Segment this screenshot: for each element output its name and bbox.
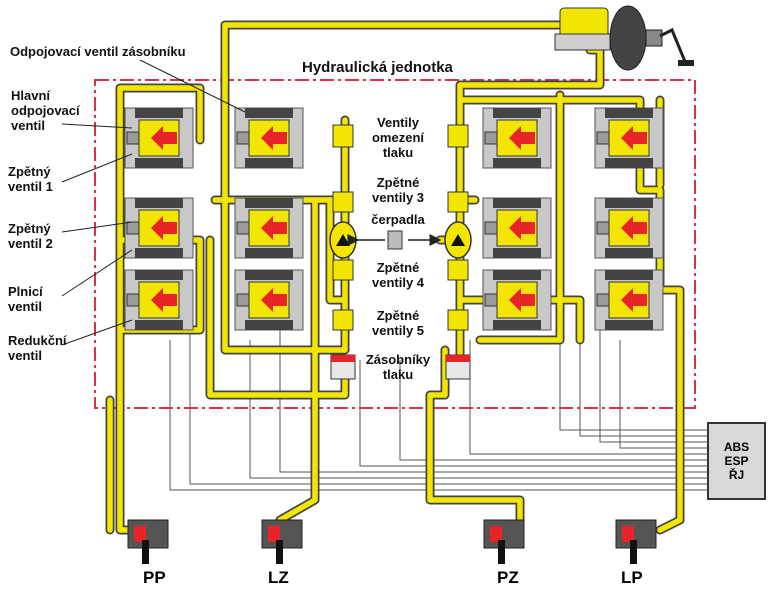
center-components	[329, 124, 472, 380]
reservoir-isolation-valve-right	[482, 107, 552, 169]
label-pumps: čerpadla	[371, 212, 425, 227]
wheel-brakes	[127, 519, 657, 564]
outlet-valve-lp	[594, 269, 664, 331]
unit-title: Hydraulická jednotka	[302, 59, 453, 76]
wheel-label-pp: PP	[143, 568, 166, 587]
label-check-valve-2: Zpětný ventil 2	[8, 221, 53, 251]
pressure-relief-valve	[332, 124, 469, 148]
reservoir-isolation-valve-left	[234, 107, 304, 169]
hydraulic-unit-frame	[94, 79, 696, 409]
label-reservoir-isolation-valve: Odpojovací ventil zásobníku	[10, 44, 186, 59]
inlet-valve-pp	[124, 197, 194, 259]
main-isolation-valve-left	[124, 107, 194, 169]
label-pressure-accumulators: Zásobníky tlaku	[365, 352, 431, 382]
label-pressure-relief-valves: Ventily omezení tlaku	[371, 115, 424, 160]
valve-blocks	[124, 107, 664, 331]
check-valve-3	[332, 191, 469, 213]
wheel-label-lz: LZ	[268, 568, 289, 587]
caliper-lp	[615, 519, 657, 564]
caliper-lz	[261, 519, 303, 564]
outlet-valve-lz	[234, 269, 304, 331]
check-valve-4	[332, 259, 469, 281]
pump-right	[444, 221, 472, 259]
wheel-label-pz: PZ	[497, 568, 519, 587]
inlet-valve-lp	[594, 197, 664, 259]
caliper-pz	[483, 519, 525, 564]
label-check-valves-5: Zpětné ventily 5	[371, 308, 425, 338]
pump-motor	[347, 230, 442, 250]
check-valve-5	[332, 309, 469, 331]
caliper-pp	[127, 519, 169, 564]
leader-lines	[61, 59, 246, 346]
label-main-isolation-valve: Hlavní odpojovací ventil	[11, 88, 80, 133]
label-outlet-valve: Redukční ventil	[8, 333, 67, 363]
pressure-accumulator	[330, 354, 471, 380]
inlet-valve-lz	[234, 197, 304, 259]
brake-booster	[554, 5, 694, 71]
label-inlet-valve: Plnicí ventil	[8, 284, 43, 314]
wheel-label-lp: LP	[621, 568, 643, 587]
label-check-valves-3: Zpětné ventily 3	[371, 175, 425, 205]
signal-wires	[169, 300, 707, 491]
pump-left	[329, 221, 357, 259]
inlet-valve-pz	[482, 197, 552, 259]
label-check-valves-4: Zpětné ventily 4	[371, 260, 425, 290]
control-unit: ABS ESP ŘJ	[707, 422, 766, 500]
outlet-valve-pp	[124, 269, 194, 331]
main-isolation-valve-right	[594, 107, 664, 169]
label-check-valve-1: Zpětný ventil 1	[8, 164, 53, 194]
outlet-valve-pz	[482, 269, 552, 331]
